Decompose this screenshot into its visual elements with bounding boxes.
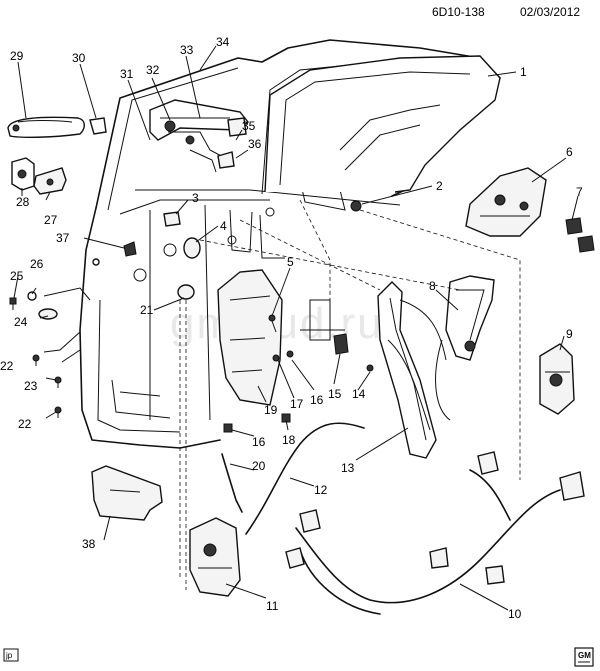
callout-36: 36: [248, 137, 262, 151]
callout-21: 21: [140, 303, 154, 317]
fastener-2: [350, 200, 362, 212]
gm-logo-text: GM: [578, 651, 591, 660]
seal-24: [38, 308, 58, 320]
door-plug-21: [177, 284, 195, 300]
fastener-22-lower: [54, 406, 62, 418]
diagram-date: 02/03/2012: [520, 5, 580, 19]
callout-31: 31: [120, 67, 134, 81]
fastener-22-upper: [32, 354, 40, 366]
callout-32: 32: [146, 63, 160, 77]
callout-11: 11: [266, 599, 279, 613]
callout-35: 35: [242, 119, 256, 133]
jp-badge-text: jp: [5, 651, 13, 660]
callout-22b: 22: [18, 417, 32, 431]
callout-28: 28: [16, 195, 30, 209]
regulator-motor: [539, 343, 575, 415]
callout-25: 25: [10, 269, 24, 283]
window-regulator-8: [435, 275, 495, 421]
fastener-23: [54, 376, 62, 388]
callout-22a: 22: [0, 359, 14, 373]
callout-4: 4: [220, 219, 227, 233]
callout-9: 9: [566, 327, 573, 341]
gm-logo: GM: [574, 647, 594, 667]
latch-cable: [245, 422, 365, 535]
callout-7: 7: [576, 185, 583, 199]
window-regulator-motor-shield: [217, 269, 283, 406]
callout-19: 19: [264, 403, 278, 417]
callout-17: 17: [290, 397, 304, 411]
callout-23: 23: [24, 379, 38, 393]
screw-25: [9, 297, 17, 310]
door-latch: [189, 517, 241, 597]
latch-rod: [221, 453, 243, 513]
door-bracket-38: [91, 465, 163, 521]
handle-bezel: [89, 117, 107, 135]
washer-26: [27, 291, 37, 301]
callout-38: 38: [82, 537, 96, 551]
callouts: 1 2 3 4 5 6 7 8 9 10 11 12 13 14 15 16 1…: [0, 35, 583, 621]
clip-16-lower: [223, 423, 233, 433]
lock-cylinder: [11, 157, 35, 191]
callout-14: 14: [352, 387, 366, 401]
callout-16a: 16: [310, 393, 324, 407]
fastener-18: [281, 413, 291, 423]
window-regulator: [377, 281, 447, 459]
leader-lines: [13, 45, 579, 611]
jp-badge: jp: [3, 648, 19, 662]
bolt-7: [565, 217, 595, 253]
callout-13: 13: [341, 461, 355, 475]
callout-27: 27: [44, 213, 58, 227]
callout-16b: 16: [252, 435, 266, 449]
callout-8: 8: [429, 279, 436, 293]
fastener-14: [366, 364, 374, 372]
alignment-guides: [179, 199, 521, 590]
fastener-16-upper: [272, 354, 280, 362]
callout-20: 20: [252, 459, 266, 473]
mirror-bracket-6: [465, 167, 547, 237]
window-glass: [264, 55, 501, 193]
fastener-17: [286, 350, 294, 358]
callout-37: 37: [56, 231, 70, 245]
callout-24: 24: [14, 315, 28, 329]
access-hole-plug: [183, 237, 201, 259]
callout-26: 26: [30, 257, 44, 271]
diagram-code: 6D10-138: [432, 5, 485, 19]
callout-29: 29: [10, 49, 24, 63]
callout-15: 15: [328, 387, 342, 401]
clip-15: [333, 333, 349, 355]
callout-3: 3: [192, 191, 199, 205]
wire-clip-37: [123, 241, 137, 257]
callout-18: 18: [282, 433, 296, 447]
door-wiring-harness: [285, 451, 585, 615]
access-plug: [163, 211, 181, 227]
callout-33: 33: [180, 43, 194, 57]
callout-5: 5: [287, 255, 294, 269]
callout-34: 34: [216, 35, 230, 49]
callout-30: 30: [72, 51, 86, 65]
callout-6: 6: [566, 145, 573, 159]
callout-10: 10: [508, 607, 522, 621]
callout-12: 12: [314, 483, 328, 497]
outside-handle: [7, 116, 85, 139]
callout-1: 1: [520, 65, 527, 79]
lock-cylinder-cover: [33, 167, 67, 195]
handle-frame-assembly: [149, 99, 249, 173]
callout-2: 2: [436, 179, 443, 193]
